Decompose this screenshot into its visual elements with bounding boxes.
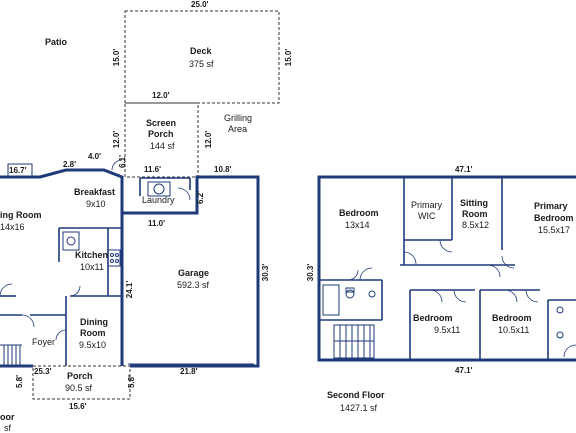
primary-wic-line1: Primary — [411, 200, 442, 210]
deck-name: Deck — [190, 46, 212, 56]
primary-bedroom-line1: Primary — [534, 201, 568, 211]
primary-bedroom-size: 15.5x17 — [538, 225, 571, 235]
bedroom3-size: 10.5x11 — [498, 325, 530, 335]
kitchen-name: Kitchen — [75, 250, 109, 260]
second-floor-area: 1427.1 sf — [340, 403, 378, 413]
primary-bedroom-line2: Bedroom — [534, 213, 574, 223]
foyer-label: Foyer — [32, 337, 56, 347]
sitting-line2: Room — [462, 209, 488, 219]
dim-porch-left-top: 25.3' — [34, 367, 52, 376]
dim-porch-left: 5.8' — [15, 374, 25, 389]
dim-garage-bottom: 21.8' — [180, 367, 198, 376]
living-room-size: 14x16 — [0, 222, 25, 232]
dim-laundry-bottom: 11.0' — [148, 219, 166, 228]
dim-second-bottom: 47.1' — [455, 366, 473, 375]
first-floor-doors — [0, 159, 191, 341]
grilling-line1: Grilling — [224, 113, 253, 123]
second-floor-interior-walls — [319, 177, 576, 360]
bedroom3-name: Bedroom — [492, 313, 532, 323]
dim-porch-right: 5.8' — [127, 374, 137, 389]
grilling-line2: Area — [228, 124, 248, 134]
dim-deck-right: 15.0' — [284, 48, 294, 67]
second-floor-stairs — [333, 324, 375, 359]
kitchen-size: 10x11 — [80, 262, 104, 272]
deck-outline — [124, 10, 280, 104]
deck-area: 375 sf — [189, 59, 214, 69]
dim-screen-right: 12.0' — [204, 130, 214, 149]
garage-area: 592.3 sf — [177, 280, 210, 290]
bedroom1-size: 13x14 — [345, 220, 370, 230]
dim-bay-small: 2.8' — [63, 160, 77, 169]
dim-deck-top: 25.0' — [191, 0, 209, 9]
dim-bay-front: 4.0' — [88, 152, 102, 161]
first-floor-interior-walls — [0, 177, 191, 366]
dim-laundry-top: 11.6' — [144, 165, 162, 174]
dim-laundry-right: 6.2' — [196, 190, 206, 205]
first-floor-name: oor — [0, 412, 15, 422]
dim-bay-left: 16.7' — [9, 166, 27, 175]
kitchen-fixtures — [7, 163, 171, 267]
breakfast-name: Breakfast — [74, 187, 116, 197]
porch-name: Porch — [67, 371, 93, 381]
porch-area: 90.5 sf — [65, 383, 93, 393]
second-floor-doors — [347, 239, 576, 358]
screen-porch-line1: Screen — [146, 118, 177, 128]
dim-garage-right: 30.3' — [261, 263, 271, 282]
first-floor-stairs — [0, 344, 22, 366]
second-floor-name: Second Floor — [327, 390, 385, 400]
dim-screen-left: 12.0' — [112, 130, 122, 149]
bedroom2-size: 9.5x11 — [434, 325, 461, 335]
primary-wic-line2: WIC — [418, 211, 436, 221]
breakfast-size: 9x10 — [86, 199, 106, 209]
dim-second-left: 30.3' — [306, 263, 316, 282]
dining-size: 9.5x10 — [79, 340, 107, 350]
first-floor-area: sf — [4, 423, 12, 433]
dim-second-top: 47.1' — [455, 165, 473, 174]
dim-porch-bottom: 15.6' — [69, 402, 87, 411]
sitting-size: 8.5x12 — [462, 220, 490, 230]
dining-line2: Room — [80, 328, 106, 338]
garage-name: Garage — [178, 268, 210, 278]
dim-screen-top: 12.0' — [152, 91, 170, 100]
sitting-line1: Sitting — [460, 198, 488, 208]
bedroom2-name: Bedroom — [413, 313, 453, 323]
living-room-name: ing Room — [0, 210, 42, 220]
dim-deck-left: 15.0' — [112, 48, 122, 67]
patio-label: Patio — [45, 37, 68, 47]
screen-porch-line2: Porch — [148, 129, 174, 139]
dim-screen-small: 6.1' — [118, 154, 128, 169]
dining-line1: Dining — [80, 317, 108, 327]
second-floor-walls — [317, 175, 576, 362]
bedroom1-name: Bedroom — [339, 208, 379, 218]
screen-porch-outline — [124, 102, 199, 178]
dim-garage-top: 10.8' — [214, 165, 232, 174]
screen-porch-area: 144 sf — [150, 141, 175, 151]
laundry-label: Laundry — [142, 195, 175, 205]
dim-garage-left: 24.1' — [125, 280, 135, 299]
second-floor-fixtures — [322, 284, 564, 339]
